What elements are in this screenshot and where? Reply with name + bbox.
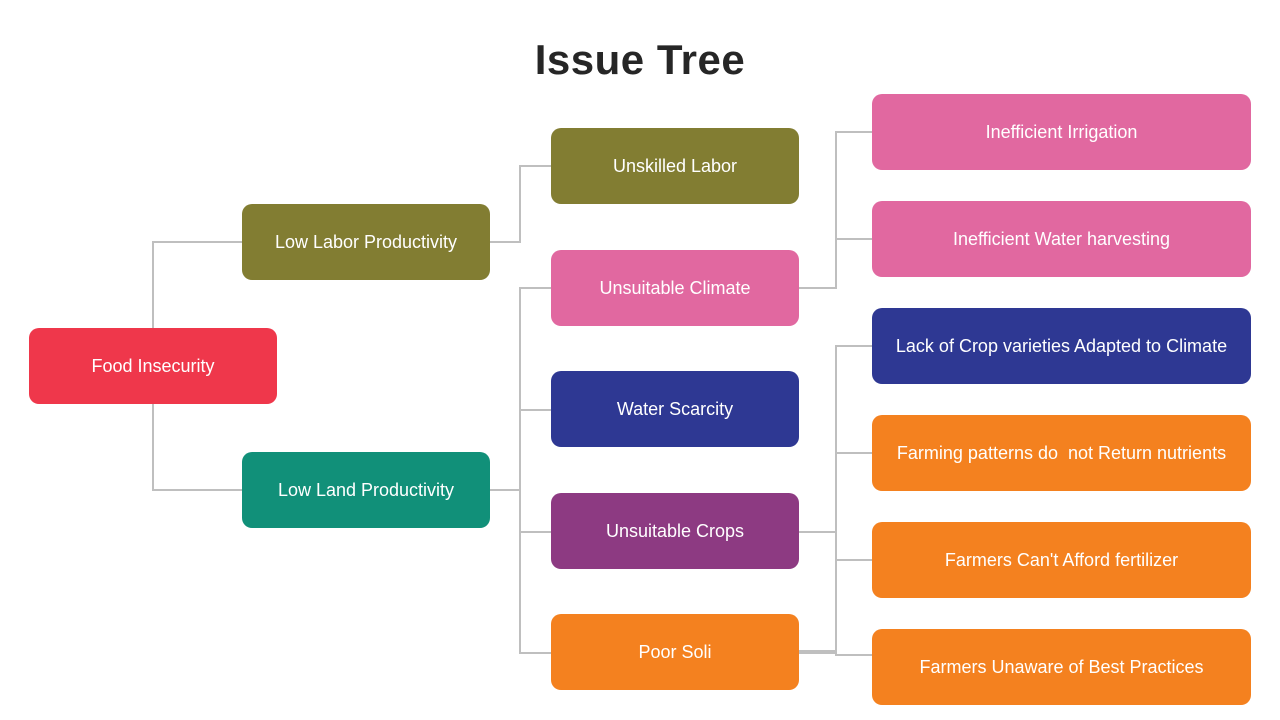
node-label: Unsuitable Climate xyxy=(599,277,751,298)
node-label: Unsuitable Crops xyxy=(605,520,745,541)
node-label: Water Scarcity xyxy=(616,398,734,419)
node-lack-of-crop-varieties: Lack of Crop varieties Adapted to Climat… xyxy=(872,308,1251,384)
node-label: Food Insecurity xyxy=(91,355,215,376)
node-label: Farming patterns do not Return nutrients xyxy=(896,442,1227,463)
connector-land-to-soil xyxy=(519,490,551,654)
node-farming-patterns: Farming patterns do not Return nutrients xyxy=(872,415,1251,491)
connector-to-unaware xyxy=(799,650,872,656)
node-label: Poor Soli xyxy=(638,641,712,662)
node-label: Unskilled Labor xyxy=(612,155,738,176)
node-food-insecurity: Food Insecurity xyxy=(29,328,277,404)
node-unsuitable-climate: Unsuitable Climate xyxy=(551,250,799,326)
node-low-land-productivity: Low Land Productivity xyxy=(242,452,490,528)
connector-root-to-land xyxy=(152,404,242,491)
node-unskilled-labor: Unskilled Labor xyxy=(551,128,799,204)
node-label: Low Land Productivity xyxy=(277,479,455,500)
node-label: Farmers Can't Afford fertilizer xyxy=(944,549,1179,570)
node-label: Inefficient Irrigation xyxy=(985,121,1138,142)
node-unsuitable-crops: Unsuitable Crops xyxy=(551,493,799,569)
node-farmers-unaware-of-best-practices: Farmers Unaware of Best Practices xyxy=(872,629,1251,705)
node-label: Lack of Crop varieties Adapted to Climat… xyxy=(895,335,1228,356)
node-poor-soli: Poor Soli xyxy=(551,614,799,690)
connector-climate-bus xyxy=(799,131,872,289)
node-label: Inefficient Water harvesting xyxy=(952,228,1171,249)
node-inefficient-irrigation: Inefficient Irrigation xyxy=(872,94,1251,170)
node-label: Low Labor Productivity xyxy=(274,231,458,252)
node-water-scarcity: Water Scarcity xyxy=(551,371,799,447)
page-title: Issue Tree xyxy=(534,36,746,83)
node-inefficient-water-harvesting: Inefficient Water harvesting xyxy=(872,201,1251,277)
node-farmers-cant-afford-fertilizer: Farmers Can't Afford fertilizer xyxy=(872,522,1251,598)
connector-root-to-labor xyxy=(152,241,242,328)
connector-labor-to-unskilled xyxy=(490,165,551,243)
connector-land-bus xyxy=(490,287,551,491)
connector-soil-bus xyxy=(799,345,872,654)
node-label: Farmers Unaware of Best Practices xyxy=(919,656,1204,677)
node-low-labor-productivity: Low Labor Productivity xyxy=(242,204,490,280)
